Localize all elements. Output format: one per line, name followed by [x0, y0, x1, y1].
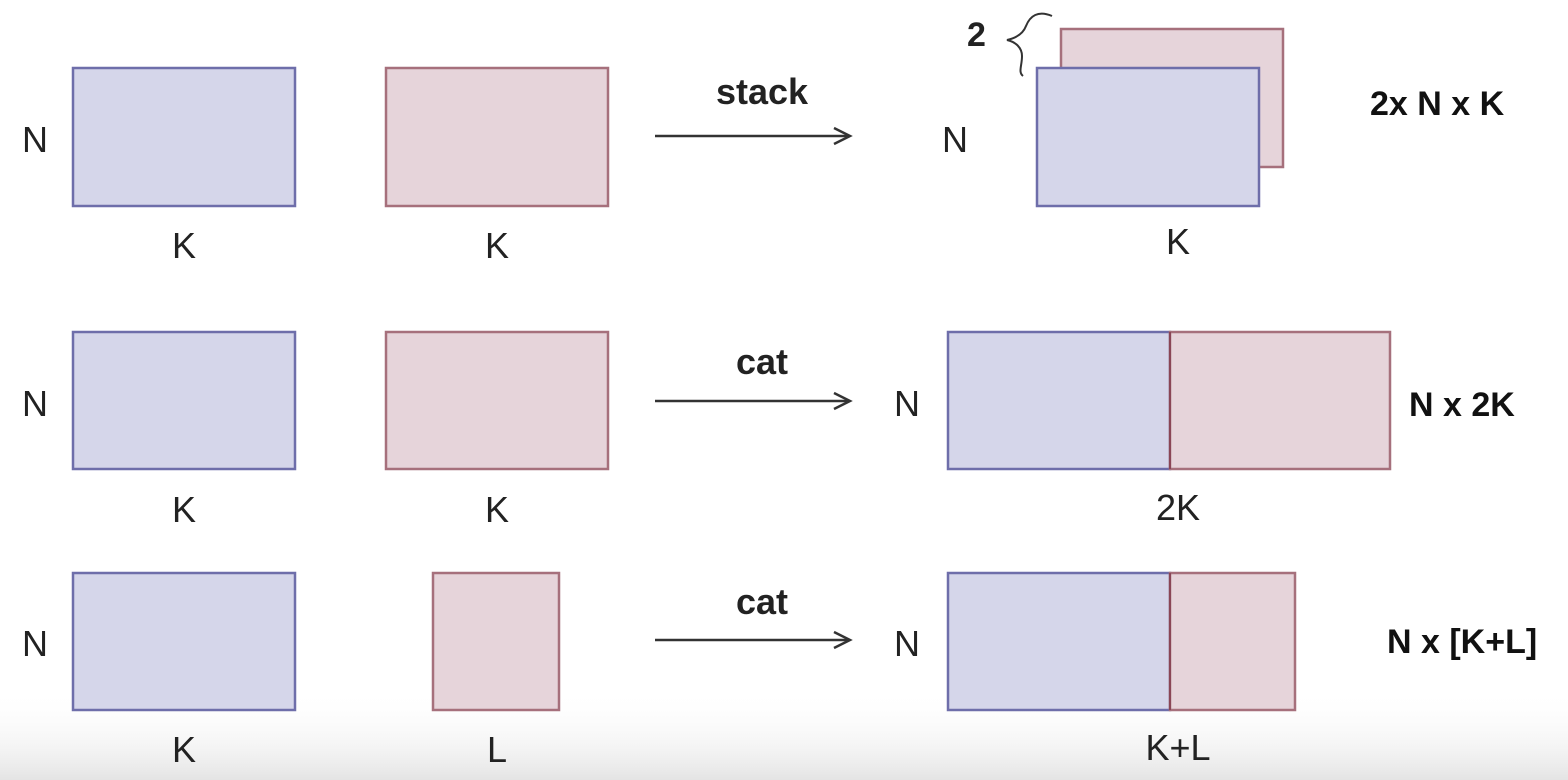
row1-arrow-head [833, 126, 853, 146]
row3-result-kl-label: K+L [1145, 727, 1210, 768]
row2-right-matrix [384, 330, 610, 471]
row1-result-n-label: N [942, 119, 968, 160]
row3-result-right-block [1168, 571, 1297, 712]
row2-result-right-block [1168, 330, 1392, 471]
row1-result-front-matrix [1035, 66, 1261, 208]
row-cat-unequal: N K L cat N K+L N x [K+L] [22, 571, 1537, 770]
row3-operation-label: cat [736, 581, 788, 622]
row1-stack-brace [1006, 12, 1053, 77]
row2-arrow-head [833, 391, 853, 411]
row1-operation-label: stack [716, 71, 809, 112]
row3-result-left-block [946, 571, 1172, 712]
row1-left-matrix [71, 66, 297, 208]
row-cat-equal: N K K cat N 2K N x 2K [22, 330, 1515, 530]
row1-right-k-label: K [485, 225, 509, 266]
row2-result-2k-label: 2K [1156, 487, 1200, 528]
row2-left-matrix [71, 330, 297, 471]
row3-left-matrix [71, 571, 297, 712]
row3-right-l-label: L [487, 729, 507, 770]
row3-shape-label: N x [K+L] [1387, 623, 1537, 661]
row3-result-n-label: N [894, 623, 920, 664]
row2-operation-label: cat [736, 341, 788, 382]
row2-right-k-label: K [485, 489, 509, 530]
row3-arrow-head [833, 630, 853, 650]
row1-left-k-label: K [172, 225, 196, 266]
row3-left-n-label: N [22, 623, 48, 664]
row1-stack-count-label: 2 [967, 16, 986, 54]
row-stack: N K K stack N K 2 2x N x K [22, 12, 1505, 266]
row2-result-left-block [946, 330, 1172, 471]
row2-shape-label: N x 2K [1409, 386, 1515, 424]
row2-left-n-label: N [22, 383, 48, 424]
row1-shape-label: 2x N x K [1370, 85, 1505, 123]
row2-left-k-label: K [172, 489, 196, 530]
row1-right-matrix [384, 66, 610, 208]
row1-result-k-label: K [1166, 221, 1190, 262]
row3-right-matrix [431, 571, 561, 712]
row3-left-k-label: K [172, 729, 196, 770]
row1-left-n-label: N [22, 119, 48, 160]
row2-result-n-label: N [894, 383, 920, 424]
